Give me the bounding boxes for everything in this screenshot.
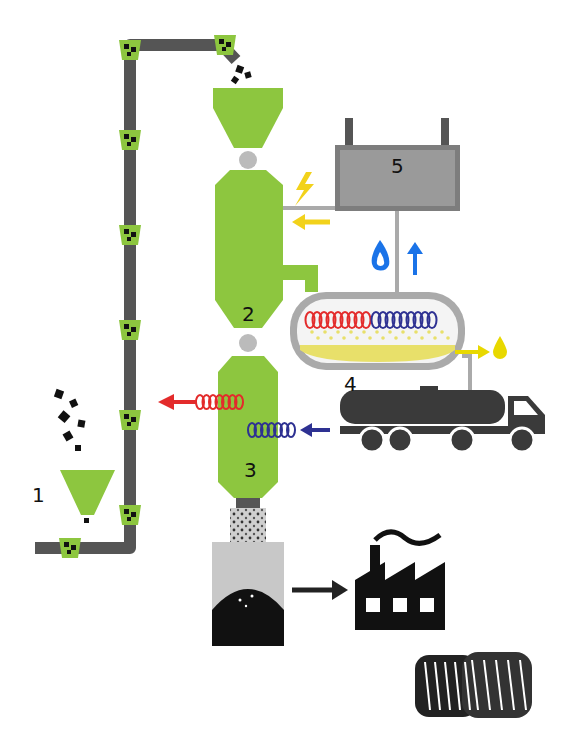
feed-hopper [54, 389, 115, 523]
callout-number: 1 [32, 485, 45, 505]
condensate-drop [381, 336, 385, 340]
char-container [212, 508, 348, 646]
condensate-drop [336, 330, 340, 334]
coil-loop [428, 312, 437, 328]
tires-icon [415, 652, 532, 718]
condensate-drop [407, 336, 411, 340]
tread-line [472, 660, 478, 710]
conveyor-bucket [119, 320, 141, 340]
coil-loop [235, 395, 243, 409]
conveyor-bucket [119, 505, 141, 525]
tread-line [496, 660, 502, 710]
tread-line [508, 660, 514, 710]
condensate-drop [323, 330, 327, 334]
heat-coils [166, 395, 330, 437]
condensate-drop [368, 336, 372, 340]
condensate-drop [362, 330, 366, 334]
condensate-drop [446, 336, 450, 340]
factory-icon [355, 532, 445, 630]
coil-loop [287, 423, 295, 437]
conveyor-bucket [119, 130, 141, 150]
condensate-drop [355, 336, 359, 340]
condenser [290, 292, 507, 392]
tread-line [465, 662, 470, 710]
condensate-drop [316, 336, 320, 340]
tread-line [484, 660, 490, 710]
condensate-drop [342, 336, 346, 340]
condensate-drop [414, 330, 418, 334]
condensate-drop [420, 336, 424, 340]
callout-number: 3 [244, 460, 257, 480]
condensate-drop [349, 330, 353, 334]
tread-line [425, 662, 430, 710]
tread-line [435, 662, 440, 710]
condensate-drop [329, 336, 333, 340]
callout-number: 5 [391, 156, 404, 176]
coil-loop [362, 312, 371, 328]
condensate-drop [427, 330, 431, 334]
condensate-drop [433, 336, 437, 340]
condensate-drop [440, 330, 444, 334]
condensate-drop [375, 330, 379, 334]
callout-number: 4 [344, 374, 357, 394]
tread-line [445, 662, 450, 710]
reactor-column [213, 88, 318, 508]
tanker-truck [340, 386, 545, 452]
tread-line [520, 660, 526, 710]
power-unit [283, 118, 460, 292]
callout-number: 2 [242, 304, 255, 324]
condensate-drop [310, 330, 314, 334]
conveyor-bucket [214, 35, 236, 55]
condensate-drop [388, 330, 392, 334]
condensate-drop [401, 330, 405, 334]
conveyor-bucket [59, 538, 81, 558]
tread-line [455, 662, 460, 710]
conveyor-bucket [119, 410, 141, 430]
condensate-drop [394, 336, 398, 340]
conveyor-bucket [119, 225, 141, 245]
conveyor-bucket [119, 40, 141, 60]
